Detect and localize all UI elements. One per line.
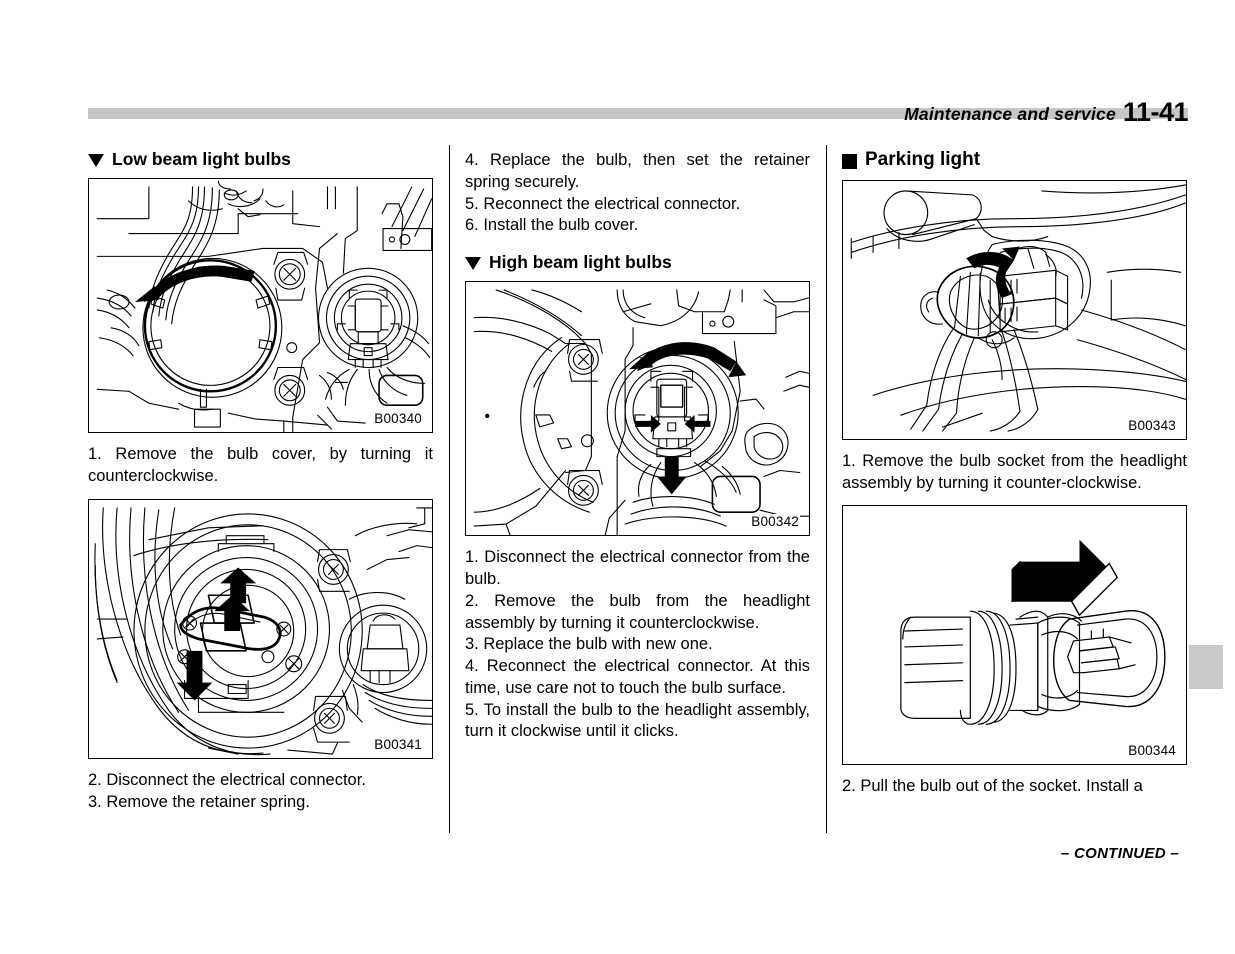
left-instructions-2: 2. Disconnect the electrical connector. …: [88, 770, 433, 814]
figure-b00342: B00342: [465, 281, 810, 537]
heading-label: Parking light: [865, 149, 981, 170]
figure-caption: B00341: [373, 736, 423, 752]
column-divider: [826, 145, 827, 833]
instruction-step: 4. Replace the bulb, then set the retain…: [465, 151, 810, 191]
right-instructions-1: 1. Remove the bulb socket from the headl…: [842, 451, 1187, 495]
page-number: 11-41: [1122, 97, 1189, 127]
header-section-title: Maintenance and service: [904, 104, 1116, 124]
instruction-step: 2. Disconnect the electrical connector.: [88, 770, 366, 789]
instruction-step: 3. Replace the bulb with new one.: [465, 635, 713, 654]
rotation-arrow-icon: [642, 342, 737, 372]
figure-b00341-drawing: [94, 507, 432, 755]
figure-b00342-drawing: [473, 289, 809, 536]
square-bullet-icon: [842, 153, 857, 169]
triangle-bullet-icon: [465, 257, 481, 271]
instruction-step: 3. Remove the retainer spring.: [88, 792, 310, 811]
instruction-step: 1. Remove the bulb cover, by turning it …: [88, 445, 433, 486]
figure-caption: B00344: [1127, 743, 1177, 759]
middle-instructions-bottom: 1. Disconnect the electrical connector f…: [465, 547, 810, 743]
figure-caption: B00342: [750, 514, 800, 530]
figure-b00340-drawing: [96, 180, 432, 433]
continued-footer: – CONTINUED –: [1060, 845, 1179, 862]
instruction-step: 1. Remove the bulb socket from the headl…: [842, 451, 1187, 492]
middle-instructions-top: 4. Replace the bulb, then set the retain…: [465, 150, 810, 237]
figure-caption: B00340: [373, 411, 423, 427]
column-divider: [449, 145, 450, 833]
column-middle: 4. Replace the bulb, then set the retain…: [465, 150, 810, 813]
heading-label: Low beam light bulbs: [112, 149, 291, 169]
instruction-step: 4. Reconnect the electrical connector. A…: [465, 657, 810, 697]
instruction-step: 1. Disconnect the electrical connector f…: [465, 548, 810, 589]
chapter-edge-tab: [1189, 645, 1223, 689]
figure-b00343: B00343: [842, 179, 1187, 440]
triangle-bullet-icon: [88, 154, 104, 168]
column-gap-left: [433, 145, 465, 833]
figure-b00344-drawing: [900, 540, 1166, 726]
page-columns: Low beam light bulbs: [88, 145, 1188, 833]
column-left: Low beam light bulbs: [88, 149, 433, 814]
heading-label: High beam light bulbs: [489, 252, 672, 273]
heading-low-beam-light-bulbs: Low beam light bulbs: [88, 149, 433, 169]
figure-caption: B00343: [1127, 417, 1177, 433]
figure-b00343-drawing: [850, 184, 1186, 432]
column-right: Parking light: [842, 149, 1187, 813]
figure-b00340: B00340: [88, 178, 433, 434]
instruction-step: 5. Reconnect the electrical connector.: [465, 194, 741, 213]
instruction-step: 2. Pull the bulb out of the socket. Inst…: [842, 777, 1143, 796]
instruction-step: 2. Remove the bulb from the headlight as…: [465, 591, 810, 632]
heading-parking-light: Parking light: [842, 149, 1187, 171]
release-arrows-icon: [635, 415, 711, 495]
figure-b00341: B00341: [88, 498, 433, 759]
heading-high-beam-light-bulbs: High beam light bulbs: [465, 252, 810, 273]
instruction-step: 6. Install the bulb cover.: [465, 216, 639, 235]
header-rule: [88, 108, 1188, 119]
direction-arrows-icon: [176, 567, 257, 701]
right-instructions-2: 2. Pull the bulb out of the socket. Inst…: [842, 776, 1187, 798]
page-header: Maintenance and service 11-41: [904, 96, 1188, 127]
left-instructions-1: 1. Remove the bulb cover, by turning it …: [88, 444, 433, 488]
pull-arrow-icon: [1010, 540, 1119, 617]
instruction-step: 5. To install the bulb to the headlight …: [465, 700, 810, 741]
figure-b00344: B00344: [842, 505, 1187, 766]
column-gap-right: [810, 145, 842, 833]
rotation-arrow-icon: [966, 251, 1015, 273]
rotation-arrow-icon: [150, 265, 255, 298]
